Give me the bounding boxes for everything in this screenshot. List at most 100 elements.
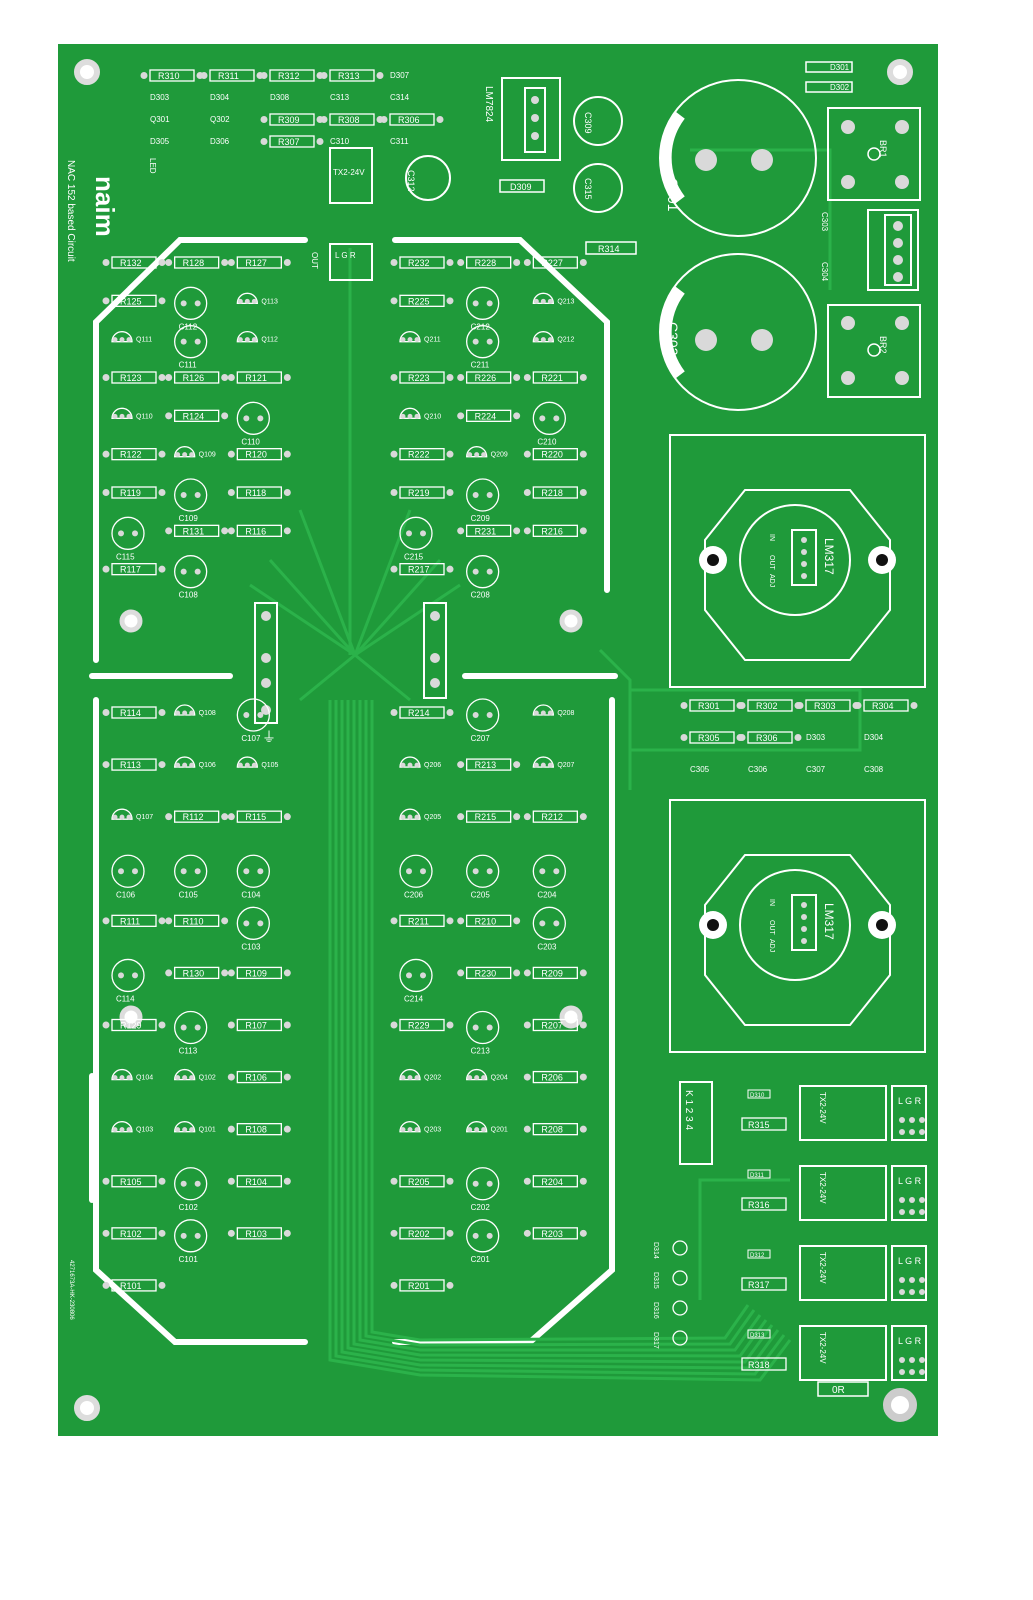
component-r220: R220 xyxy=(523,448,587,461)
component-r306: R306 xyxy=(380,113,444,126)
board-slots xyxy=(89,237,618,1345)
svg-text:R214: R214 xyxy=(408,708,430,718)
svg-text:ADJ: ADJ xyxy=(768,939,775,952)
component-q109: Q109 xyxy=(174,446,216,459)
d302-label: D302 xyxy=(830,83,850,92)
component-r215: R215 xyxy=(457,810,521,823)
svg-text:C113: C113 xyxy=(179,1047,198,1056)
component-c207: C207 xyxy=(466,698,500,743)
component-c103: C103 xyxy=(236,906,270,951)
svg-text:R125: R125 xyxy=(120,296,142,306)
component-r120: R120 xyxy=(227,448,291,461)
svg-text:R223: R223 xyxy=(408,373,430,383)
component-d304: D304 xyxy=(864,733,884,742)
svg-text:R230: R230 xyxy=(475,968,497,978)
component-q213: Q213 xyxy=(532,292,575,305)
component-c210: C210 xyxy=(532,401,566,446)
component-r313: R313 xyxy=(320,69,384,82)
svg-text:R228: R228 xyxy=(475,258,497,268)
power-supply: C301 C302 C309 C315 C312 BR1 BR2 LM7 xyxy=(405,61,921,411)
svg-text:C310: C310 xyxy=(330,137,350,146)
component-r226: R226 xyxy=(457,371,521,384)
svg-text:R226: R226 xyxy=(475,373,497,383)
svg-text:R217: R217 xyxy=(408,565,430,575)
mounting-holes xyxy=(74,59,917,1422)
c315-label: C315 xyxy=(583,178,593,200)
component-r122: R122 xyxy=(102,448,166,461)
component-r311: R311 xyxy=(200,69,264,82)
svg-text:Q106: Q106 xyxy=(199,762,216,769)
svg-text:R201: R201 xyxy=(408,1281,430,1291)
svg-text:R128: R128 xyxy=(183,258,205,268)
mounting-hole-ch2 xyxy=(559,609,583,633)
component-c310: C310 xyxy=(330,137,350,146)
svg-text:Q210: Q210 xyxy=(424,413,441,420)
svg-text:R119: R119 xyxy=(120,488,141,498)
component-r301: R301 xyxy=(680,699,744,712)
gnd-symbol: ⏚ xyxy=(262,729,276,745)
svg-text:R231: R231 xyxy=(475,526,497,536)
component-c211: C211 xyxy=(466,325,500,370)
svg-text:R109: R109 xyxy=(245,968,267,978)
svg-text:R106: R106 xyxy=(245,1073,267,1083)
c315-outline xyxy=(573,163,623,213)
relay-resistor-label: R318 xyxy=(748,1360,770,1370)
c301-label: C301 xyxy=(665,178,681,212)
component-r208: R208 xyxy=(523,1123,587,1136)
svg-text:Q212: Q212 xyxy=(557,337,574,344)
c301-pad-pos xyxy=(751,149,773,171)
led-d317: D317 xyxy=(652,1330,688,1349)
component-r117: R117 xyxy=(102,563,166,576)
svg-text:D316: D316 xyxy=(652,1302,659,1319)
component-c306: C306 xyxy=(748,765,768,774)
svg-text:D304: D304 xyxy=(210,93,230,102)
component-c313: C313 xyxy=(330,93,350,102)
component-r124: R124 xyxy=(165,409,229,422)
component-r107: R107 xyxy=(227,1018,291,1032)
component-q113: Q113 xyxy=(236,292,278,305)
svg-text:R215: R215 xyxy=(475,812,497,822)
svg-text:C210: C210 xyxy=(537,437,557,446)
svg-text:C311: C311 xyxy=(390,137,409,146)
component-r307: R307 xyxy=(260,135,324,148)
component-c212: C212 xyxy=(466,286,500,331)
svg-text:R305: R305 xyxy=(698,733,720,743)
relay-lgr-label: L G R xyxy=(898,1256,922,1266)
component-q106: Q106 xyxy=(174,756,216,769)
relay-part-label: TX2-24V xyxy=(818,1092,827,1124)
svg-text:D305: D305 xyxy=(150,137,170,146)
component-r121: R121 xyxy=(227,371,291,384)
component-q205: Q205 xyxy=(399,808,441,821)
component-r115: R115 xyxy=(227,810,291,823)
component-r118: R118 xyxy=(227,486,291,499)
svg-text:D307: D307 xyxy=(390,71,410,80)
svg-text:C313: C313 xyxy=(330,93,350,102)
svg-text:R209: R209 xyxy=(541,968,563,978)
svg-text:R308: R308 xyxy=(338,115,360,125)
component-r112: R112 xyxy=(165,810,229,823)
component-r230: R230 xyxy=(457,966,521,980)
svg-text:D306: D306 xyxy=(210,137,230,146)
component-q207: Q207 xyxy=(532,756,575,769)
component-r218: R218 xyxy=(523,486,587,499)
component-c314: C314 xyxy=(390,93,410,102)
brand: naim NAC 152 based Circuit 4271673A-HK-2… xyxy=(65,158,157,1320)
svg-text:C209: C209 xyxy=(471,514,491,523)
svg-text:Q213: Q213 xyxy=(557,298,574,305)
svg-text:D317: D317 xyxy=(652,1332,659,1349)
r314-label: R314 xyxy=(598,244,620,254)
component-d304: D304 xyxy=(210,93,230,102)
component-c101: C101 xyxy=(174,1219,208,1264)
svg-text:C104: C104 xyxy=(241,890,261,899)
c309-outline xyxy=(573,96,623,146)
svg-text:R126: R126 xyxy=(183,373,205,383)
d309-label: D309 xyxy=(510,182,532,192)
svg-text:Q102: Q102 xyxy=(199,1075,216,1082)
component-q107: Q107 xyxy=(111,808,153,821)
svg-text:R123: R123 xyxy=(120,373,142,383)
svg-text:R229: R229 xyxy=(408,1021,430,1031)
svg-text:Q301: Q301 xyxy=(150,115,170,124)
svg-text:Q302: Q302 xyxy=(210,115,230,124)
component-r212: R212 xyxy=(523,810,587,823)
